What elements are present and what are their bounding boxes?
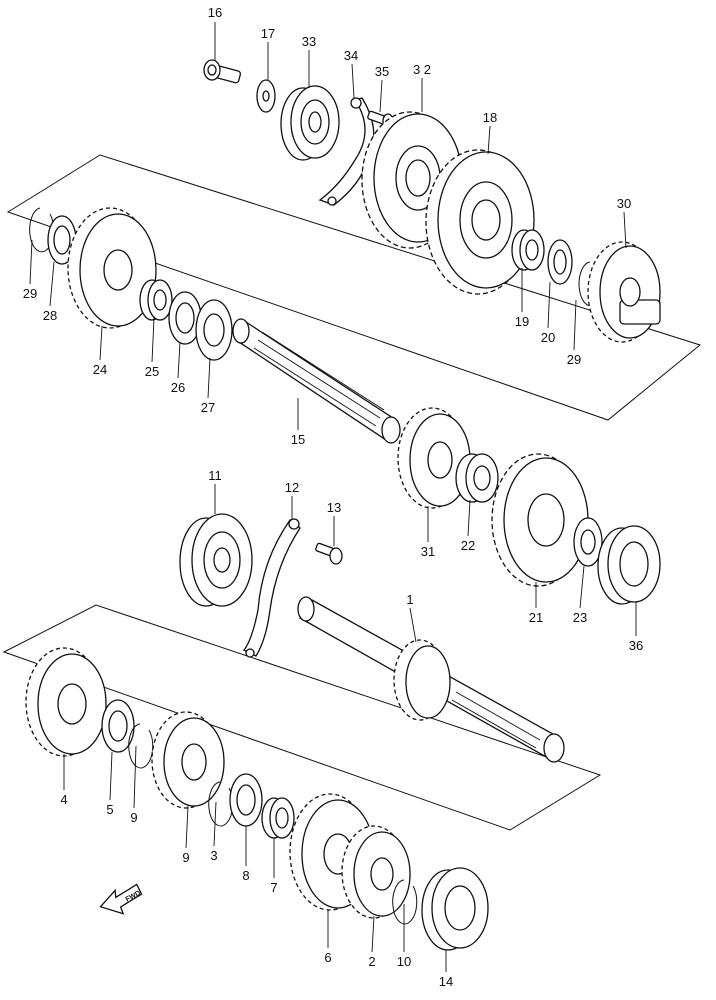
callout-12: 12 (285, 480, 299, 495)
callout-3: 3 (210, 848, 217, 863)
callout-2: 2 (368, 954, 375, 969)
callout-26: 26 (171, 380, 185, 395)
callout-32: 3 2 (413, 62, 431, 77)
retainer-12 (242, 519, 301, 657)
callout-6: 6 (324, 950, 331, 965)
callout-25: 25 (145, 364, 159, 379)
callout-22: 22 (461, 538, 475, 553)
callout-9-lower: 9 (182, 850, 189, 865)
callout-10: 10 (397, 954, 411, 969)
callout-31: 31 (421, 544, 435, 559)
callout-29-left: 29 (23, 286, 37, 301)
bushing-7 (261, 797, 295, 839)
callout-4: 4 (60, 792, 67, 807)
washer-17 (256, 79, 276, 113)
callout-20: 20 (541, 330, 555, 345)
callout-15: 15 (291, 432, 305, 447)
gear-9 (151, 711, 225, 809)
callout-30: 30 (617, 196, 631, 211)
bearing-14 (421, 867, 489, 951)
callout-36: 36 (629, 638, 643, 653)
callout-11: 11 (208, 468, 222, 483)
callout-13: 13 (327, 500, 341, 515)
bushing-25 (139, 279, 173, 321)
callout-23: 23 (573, 610, 587, 625)
gear-24 (67, 207, 157, 329)
bearing-11 (179, 513, 253, 607)
driveshaft-assembly-outline (2, 604, 602, 831)
driveshaft-1 (297, 596, 565, 763)
callout-33: 33 (302, 34, 316, 49)
callout-17: 17 (261, 26, 275, 41)
callout-5: 5 (106, 802, 113, 817)
gear-4 (25, 647, 107, 757)
callout-14: 14 (439, 974, 453, 989)
gear-21 (491, 453, 589, 587)
countershaft-15 (232, 318, 401, 444)
callout-18: 18 (483, 110, 497, 125)
callout-1: 1 (406, 592, 413, 607)
callout-24: 24 (93, 362, 107, 377)
callout-7: 7 (270, 880, 277, 895)
circlip-10 (392, 879, 418, 925)
circlip-9-upper (128, 723, 154, 769)
callout-9-upper: 9 (130, 810, 137, 825)
countershaft-assembly-outline (6, 154, 702, 421)
callout-29-right: 29 (567, 352, 581, 367)
gear-30 (587, 241, 661, 343)
screw-13 (315, 542, 343, 565)
callout-27: 27 (201, 400, 215, 415)
gear-31 (397, 407, 471, 509)
bushing-22 (455, 453, 499, 503)
callout-34: 34 (344, 48, 358, 63)
callout-16: 16 (208, 5, 222, 20)
callout-35: 35 (375, 64, 389, 79)
callout-19: 19 (515, 314, 529, 329)
callout-labels: 16 17 33 34 35 3 2 18 30 29 28 24 25 26 … (23, 5, 643, 989)
circlip-3 (208, 781, 234, 827)
bearing-36 (597, 525, 661, 605)
gear-2 (341, 825, 411, 919)
bolt-16 (203, 59, 242, 84)
bushing-19 (511, 229, 545, 271)
gear-18 (425, 149, 535, 295)
bearing-33 (280, 85, 340, 161)
callout-28: 28 (43, 308, 57, 323)
callout-21: 21 (529, 610, 543, 625)
forward-direction-arrow: FWD (99, 883, 143, 915)
leader-lines (29, 22, 637, 972)
callout-8: 8 (242, 868, 249, 883)
